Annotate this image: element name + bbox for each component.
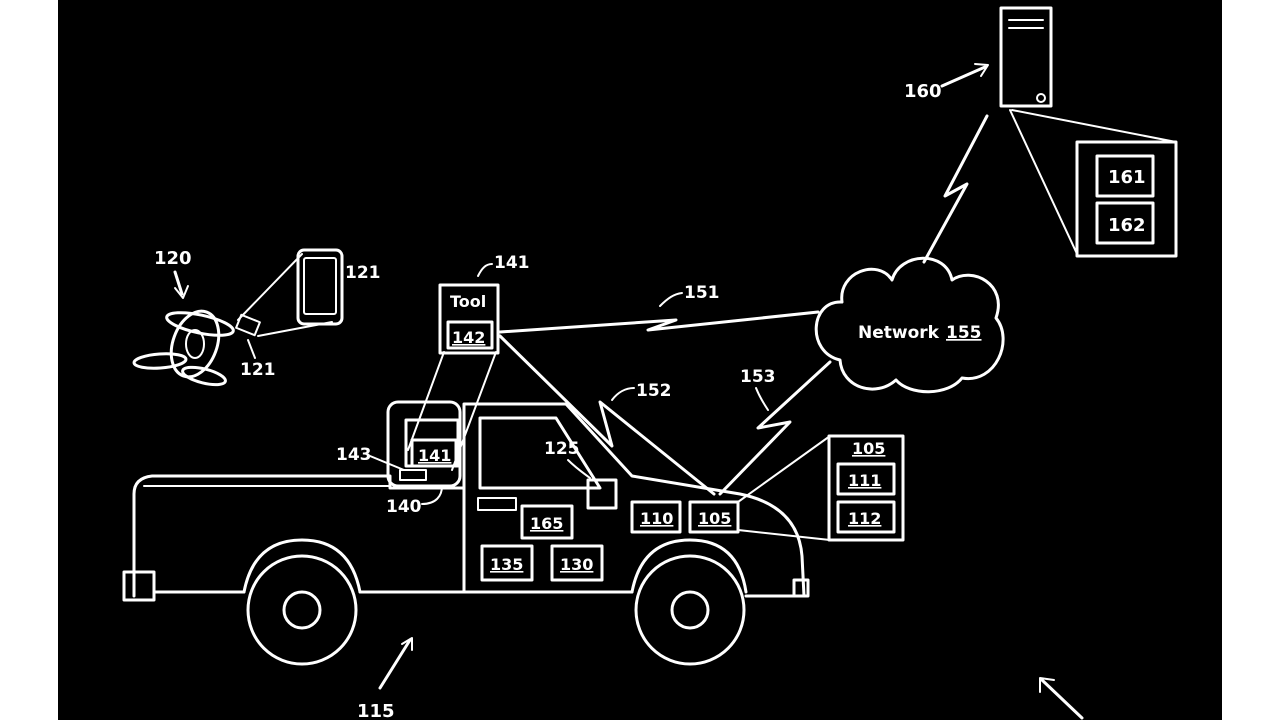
module-165-label: 165 bbox=[530, 514, 563, 533]
truck-network-link bbox=[718, 360, 832, 496]
module-105-box bbox=[688, 500, 740, 534]
drone-label: 120 bbox=[154, 248, 192, 269]
tool-ref-label: 141 bbox=[494, 253, 530, 273]
panel-callout-bottom bbox=[737, 529, 831, 541]
cab-item-leader bbox=[369, 455, 405, 471]
network-name: Network bbox=[858, 323, 940, 343]
module-135-box bbox=[480, 544, 534, 582]
diagram-background bbox=[58, 0, 1222, 720]
network-cloud bbox=[814, 256, 1005, 394]
drone bbox=[132, 309, 261, 387]
link-151-label: 151 bbox=[684, 283, 720, 303]
panel-item-112-label: 112 bbox=[848, 509, 881, 528]
server-module-161 bbox=[1095, 154, 1155, 198]
system-arrow bbox=[1040, 678, 1084, 720]
server-callout-lines bbox=[1009, 109, 1177, 257]
front-wheel bbox=[634, 554, 746, 666]
server-module-162-label: 162 bbox=[1108, 215, 1146, 236]
sensor-box bbox=[586, 478, 618, 510]
server-module-161-label: 161 bbox=[1108, 167, 1146, 188]
phone-label: 121 bbox=[345, 263, 381, 283]
vehicle-arrowhead bbox=[401, 637, 413, 651]
tool-box bbox=[438, 283, 500, 355]
tool-network-link bbox=[498, 310, 820, 334]
phone bbox=[296, 248, 344, 326]
mount-label: 140 bbox=[386, 497, 422, 517]
tool-module-box bbox=[446, 320, 494, 350]
system-arrowhead bbox=[1039, 677, 1055, 693]
mount-leader bbox=[421, 485, 443, 505]
tool-ref-leader bbox=[477, 263, 493, 277]
cab-box-label: 141 bbox=[418, 446, 451, 465]
module-130-box bbox=[550, 544, 604, 582]
module-detail-panel bbox=[827, 434, 905, 542]
drone-arrow bbox=[173, 270, 184, 296]
drone-arrowhead bbox=[174, 285, 189, 299]
vehicle-label: 115 bbox=[357, 701, 395, 720]
link-153-leader bbox=[755, 387, 769, 411]
module-105-label: 105 bbox=[698, 509, 731, 528]
server-arrow bbox=[940, 65, 987, 88]
panel-item-111-box bbox=[836, 462, 896, 496]
tool-module-label: 142 bbox=[452, 328, 485, 347]
link-152-leader bbox=[611, 387, 635, 401]
module-135-label: 135 bbox=[490, 555, 523, 574]
panel-callout-top bbox=[737, 435, 831, 503]
module-130-label: 130 bbox=[560, 555, 593, 574]
sensor-leader bbox=[567, 459, 591, 479]
link-152-label: 152 bbox=[636, 381, 672, 401]
panel-item-111-label: 111 bbox=[848, 471, 881, 490]
drone-part-label: 121 bbox=[240, 360, 276, 380]
tool-truck-link bbox=[498, 334, 716, 496]
server-label: 160 bbox=[904, 81, 942, 102]
server-module-162 bbox=[1095, 201, 1155, 245]
server-network-link bbox=[922, 114, 989, 264]
link-151-leader bbox=[659, 292, 683, 307]
cab-item-143 bbox=[399, 469, 427, 481]
server-arrowhead bbox=[974, 63, 989, 77]
vehicle-arrow bbox=[378, 638, 412, 690]
cab-box-141 bbox=[410, 438, 458, 468]
phone-beam-top bbox=[237, 253, 303, 321]
truck-body bbox=[122, 400, 810, 602]
server-tower bbox=[999, 6, 1053, 108]
network-ref: 155 bbox=[946, 323, 982, 343]
module-110-label: 110 bbox=[640, 509, 673, 528]
sensor-label: 125 bbox=[544, 439, 580, 459]
tool-title: Tool bbox=[450, 292, 486, 311]
drone-part-leader bbox=[247, 339, 256, 359]
panel-item-112-box bbox=[836, 500, 896, 534]
server-module-panel bbox=[1075, 140, 1178, 258]
module-110-box bbox=[630, 500, 682, 534]
cab-item-label: 143 bbox=[336, 445, 372, 465]
rear-wheel bbox=[246, 554, 358, 666]
module-165-box bbox=[520, 504, 574, 540]
link-153-label: 153 bbox=[740, 367, 776, 387]
panel-title: 105 bbox=[852, 439, 885, 458]
